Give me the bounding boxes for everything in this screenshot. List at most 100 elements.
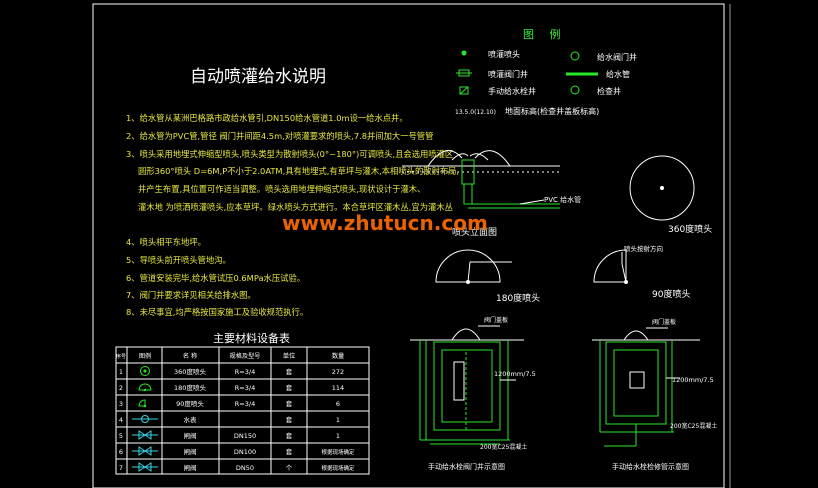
table-cell: 闸阀 [184,447,197,456]
table-cell: 套 [286,431,293,440]
table-cell: 6 [119,448,123,456]
head-360-icon [629,155,695,221]
table-cell: 闸阀 [184,463,197,472]
legend-label: 手动给水栓井 [488,86,536,96]
table-title: 主要材料设备表 [213,331,290,345]
table-cell: 闸阀 [184,431,197,440]
head-360-center-icon [660,186,664,190]
page-title: 自动喷灌给水说明 [190,67,326,87]
elevation-code: 13.5.0(12.10) [455,109,496,116]
table-cell: R=3/4 [235,368,255,376]
note-line: 2、给水管为PVC管,管径 阀门井间距4.5m,对喷灌要求的喷头,7.8并间加大… [126,131,433,141]
table-row: 1 360度喷头 R=3/4 套 272 [119,367,344,376]
table-cell: 根据现场确定 [321,448,355,456]
table-symbols [132,366,158,472]
sprinkler-head-icon [461,50,467,56]
head-90-tag: 喷头按射方向 [624,244,663,253]
sprinkler-section-drawing [402,150,560,209]
table-row: 2 180度喷头 R=3/4 套 114 [119,383,344,392]
section-caption: 喷头立面图 [452,226,497,238]
table-cell: 272 [332,368,344,376]
head-360-label: 360度喷头 [668,223,712,235]
table-row: 5 闸阀 DN150 套 1 [119,431,340,440]
table-header-cell: 规格及型号 [230,352,261,360]
head-360-symbol-icon [140,366,150,376]
hydrant-well-icon-diag [459,86,469,95]
table-cell: 套 [286,367,293,376]
table-cell: DN50 [236,464,254,472]
watermark: www.zhutucn.com [282,211,488,235]
valve-well-icon [570,51,580,61]
table-cell: 1 [119,368,123,376]
legend-label: 喷灌阀门井 [488,69,528,79]
table-row: 4 水表 套 1 [119,415,340,424]
gate-valve-icon [132,462,158,472]
left-well-caption: 手动给水栓阀门井示意图 [428,462,505,471]
table-cell: DN150 [234,432,256,440]
note-line: 圆形360°喷头 D=6M,P不小于2.0ATM,具有地埋式,有草坪与灌木,本相… [138,166,459,176]
table-row: 7 闸阀 DN50 个 根据现场确定 [119,463,355,472]
water-meter-icon [132,415,158,423]
head-90-label: 90度喷头 [652,288,690,300]
left-well-drawing [410,325,524,445]
table-cell: R=3/4 [235,384,255,392]
note-line: 8、未尽事宜,均严格按国家施工及验收规范执行。 [126,307,308,317]
right-well-caption: 手动给水栓检修管示意图 [612,462,689,471]
table-body: 1 360度喷头 R=3/4 套 272 2 180度喷头 R=3/4 套 11… [119,367,355,472]
head-90-icon [593,249,627,283]
note-line: 5、导喷头前开喷头管地沟。 [126,255,231,265]
gate-valve-icon [132,446,158,456]
table-cell: 套 [286,383,293,392]
table-cell: 180度喷头 [174,383,206,392]
note-line: 7、阀门井要求详见相关给排水图。 [126,290,256,300]
legend-label: 给水阀门井 [597,52,637,62]
left-well-base: 200宽C25混凝土 [480,443,527,451]
table-cell: 4 [119,416,123,424]
table-cell: DN100 [234,448,256,456]
table-cell: 根据现场确定 [321,464,355,472]
table-header-cell: 序号 [116,353,126,360]
table-cell: 套 [286,447,293,456]
table-row: 3 90度喷头 R=3/4 套 6 [119,399,340,408]
table-cell: 1 [336,432,340,440]
head-90-symbol-icon [138,399,146,407]
left-well-dim: 1200mm/7.5 [494,370,536,378]
head-180-icon [435,249,501,283]
left-well-top-label: 阀门盖板 [484,316,508,324]
note-line: 1、给水管从某洲巴格路市政给水管引,DN150给水管道1.0m设一给水点井。 [126,113,408,123]
legend-label: 检查井 [597,86,621,96]
head-180-symbol-icon [138,383,152,391]
table-cell: 114 [332,384,344,392]
right-well-top-label: 阀门盖板 [652,318,676,326]
elevation-label: 地面标高(检查井盖板标高) [505,106,599,116]
note-line: 4、喷头相平东地坪。 [126,237,206,247]
drawing-frame [92,3,725,488]
table-cell: 套 [286,415,293,424]
table-cell: 个 [286,464,293,472]
table-cell: 3 [119,400,123,408]
note-line: 井产生布置,具位置可作适当调整。喷头选用地埋伸缩式喷头,现状设计于灌木、 [138,184,425,194]
note-line: 6、管道安装完毕,给水管试压0.6MPa水压试验。 [126,273,305,283]
table-header-cell: 名 称 [183,352,197,360]
legend-label: 给水管 [606,69,630,79]
right-well-dim: 1200mm/7.5 [672,376,714,384]
notes-block: 1、给水管从某洲巴格路市政给水管引,DN150给水管道1.0m设一给水点井。 2… [126,113,459,317]
right-well-drawing [592,327,700,447]
table-header-row: 序号 图例 名 称 规格及型号 单位 数量 [116,352,344,360]
right-well-base: 200宽C25混凝土 [670,422,717,430]
hydrant-well-icon [459,86,469,95]
note-line: 3、喷头采用地埋式伸缩型喷头,喷头类型为散射喷头(0°~180°)可调喷头,且会… [126,149,453,159]
table-cell: R=3/4 [235,400,255,408]
legend-label: 喷灌喷头 [488,49,520,59]
table-header-cell: 图例 [139,352,151,360]
table-cell: 6 [336,400,340,408]
table-header-cell: 单位 [283,352,295,360]
table-cell: 套 [286,399,293,408]
head-180-label: 180度喷头 [496,292,540,304]
table-row: 6 闸阀 DN100 套 根据现场确定 [119,447,355,456]
gate-valve-icon [132,430,158,440]
table-header-cell: 数量 [332,352,344,360]
table-cell: 1 [336,416,340,424]
note-line: 灌木地 为喷洒喷灌喷头,应本草坪。绿水喷头方式进行。本合草坪区灌木丛,宜为灌木丛 [138,202,453,212]
